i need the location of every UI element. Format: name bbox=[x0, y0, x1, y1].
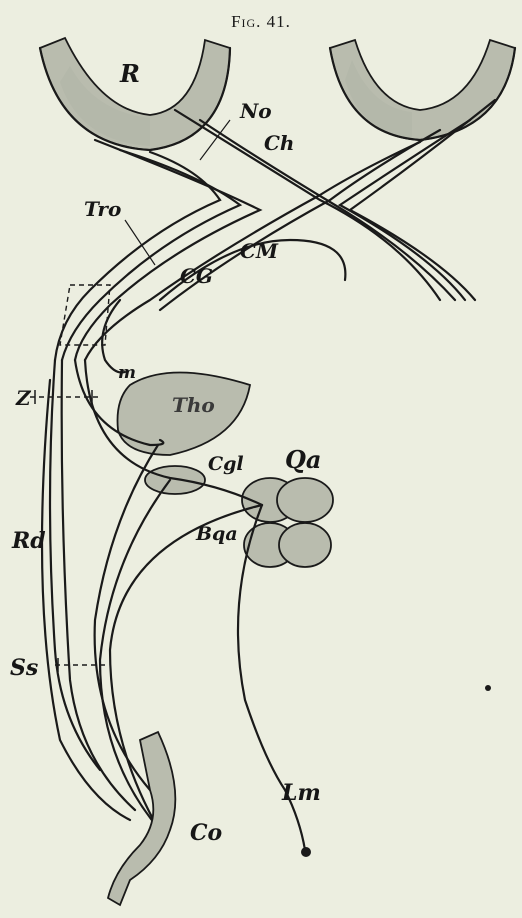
speck bbox=[485, 685, 491, 691]
label-Cgl: Cgl bbox=[208, 453, 244, 475]
label-Rd: Rd bbox=[11, 528, 46, 554]
label-R: R bbox=[119, 59, 140, 88]
label-Bqa: Bqa bbox=[195, 523, 238, 545]
label-CG: CG bbox=[180, 264, 213, 288]
label-Co: Co bbox=[190, 820, 222, 846]
label-Tho: Tho bbox=[172, 393, 215, 417]
label-Ss: Ss bbox=[10, 655, 38, 681]
left-retina bbox=[40, 38, 230, 150]
label-Qa: Qa bbox=[285, 445, 321, 474]
label-m: m bbox=[118, 363, 136, 383]
label-No: No bbox=[239, 99, 272, 123]
label-Tro: Tro bbox=[84, 197, 121, 221]
label-Lm: Lm bbox=[281, 780, 321, 806]
label-Ch: Ch bbox=[264, 131, 294, 155]
label-CM: CM bbox=[240, 239, 279, 263]
right-retina bbox=[330, 40, 515, 140]
lateral-geniculate bbox=[145, 466, 205, 494]
label-Z: Z bbox=[15, 386, 32, 410]
